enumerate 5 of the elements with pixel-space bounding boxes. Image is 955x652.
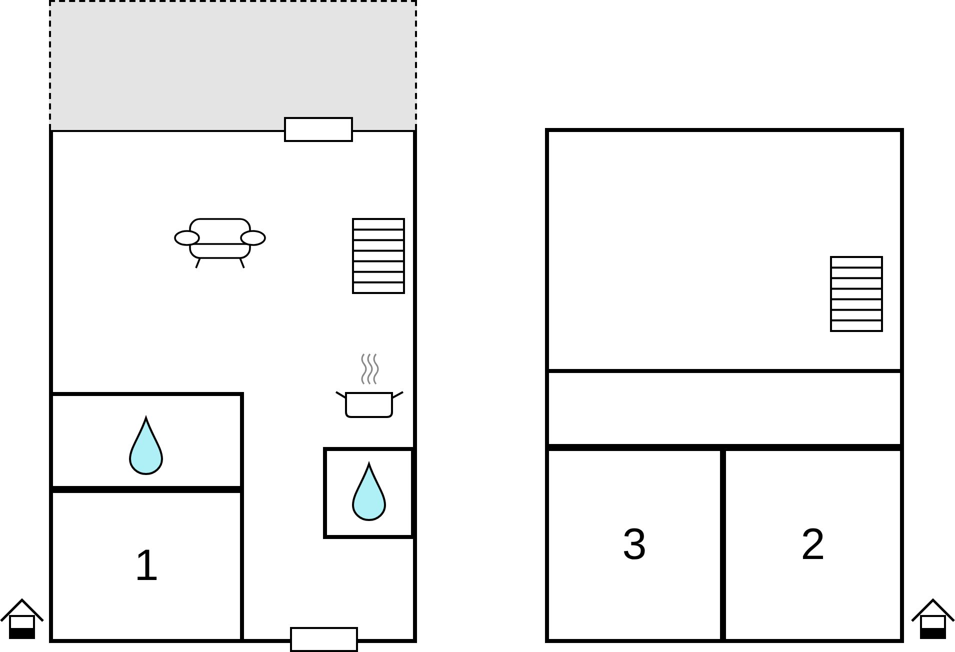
room-number: 3 bbox=[622, 520, 647, 570]
room-number: 2 bbox=[800, 520, 826, 570]
room-number: 1 bbox=[134, 541, 159, 591]
room-outline bbox=[323, 447, 415, 539]
terrace-area bbox=[49, 0, 417, 130]
